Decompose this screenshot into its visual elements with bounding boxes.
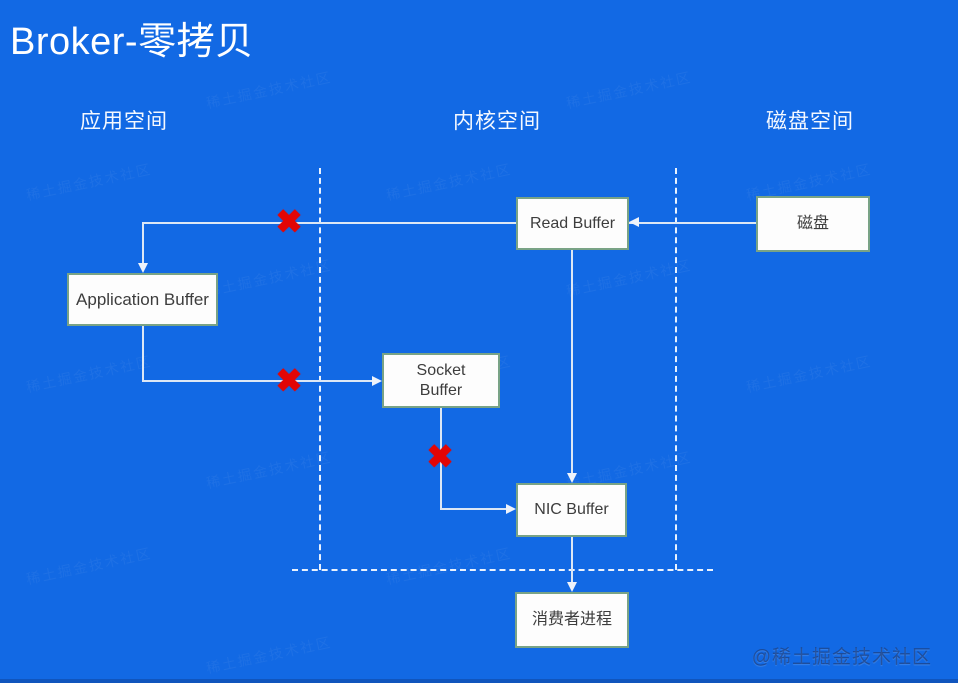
node-disk: 磁盘 xyxy=(756,196,870,252)
arrowhead-into-readbuffer xyxy=(629,217,639,227)
background-watermark: 稀土掘金技术社区 xyxy=(24,352,154,396)
edge-nic-to-consumer xyxy=(571,537,573,583)
site-watermark: @稀土掘金技术社区 xyxy=(751,647,932,668)
node-socket-buffer: Socket Buffer xyxy=(382,353,500,408)
blocked-x-icon: ✖ xyxy=(275,203,303,240)
edge-disk-to-readbuffer xyxy=(629,222,756,224)
label-application-space: 应用空间 xyxy=(80,110,168,133)
edge-readbuffer-to-appbuffer-v xyxy=(142,222,144,264)
edge-readbuffer-to-appbuffer-h xyxy=(143,222,516,224)
node-read-buffer-label: Read Buffer xyxy=(529,214,616,232)
label-kernel-space: 内核空间 xyxy=(453,110,541,133)
arrowhead-into-nicbuffer-top xyxy=(567,473,577,483)
background-watermark: 稀土掘金技术社区 xyxy=(744,352,874,396)
background-watermark: 稀土掘金技术社区 xyxy=(384,160,514,204)
boundary-kernel-bottom xyxy=(292,569,713,571)
edge-socket-to-nic-v xyxy=(440,408,442,510)
edge-readbuffer-to-nic xyxy=(571,250,573,474)
node-consumer-process: 消费者进程 xyxy=(515,592,629,648)
blocked-x-icon: ✖ xyxy=(426,438,454,475)
node-application-buffer-label: Application Buffer xyxy=(76,289,209,309)
bottom-edge-strip xyxy=(0,679,958,683)
background-watermark: 稀土掘金技术社区 xyxy=(204,448,334,492)
node-read-buffer: Read Buffer xyxy=(516,197,629,250)
arrowhead-into-socketbuffer xyxy=(372,376,382,386)
background-watermark: 稀土掘金技术社区 xyxy=(204,68,334,112)
node-nic-buffer: NIC Buffer xyxy=(516,483,627,537)
node-application-buffer: Application Buffer xyxy=(67,273,218,326)
arrowhead-into-consumer xyxy=(567,582,577,592)
blocked-x-icon: ✖ xyxy=(275,362,303,399)
node-consumer-process-label: 消费者进程 xyxy=(531,611,612,628)
background-watermark: 稀土掘金技术社区 xyxy=(564,68,694,112)
edge-socket-to-nic-h xyxy=(440,508,506,510)
node-nic-buffer-label: NIC Buffer xyxy=(534,501,609,518)
background-watermark: 稀土掘金技术社区 xyxy=(384,544,514,588)
label-disk-space: 磁盘空间 xyxy=(766,110,854,133)
background-watermark: 稀土掘金技术社区 xyxy=(204,633,334,677)
edge-appbuffer-to-socket-h xyxy=(142,380,372,382)
node-socket-buffer-label: Socket Buffer xyxy=(416,361,466,399)
boundary-app-kernel xyxy=(319,168,321,570)
edge-appbuffer-to-socket-v xyxy=(142,326,144,382)
page-title: Broker-零拷贝 xyxy=(10,21,254,63)
arrowhead-into-appbuffer xyxy=(138,263,148,273)
background-watermark: 稀土掘金技术社区 xyxy=(24,160,154,204)
background-watermark: 稀土掘金技术社区 xyxy=(204,256,334,300)
arrowhead-into-nicbuffer-side xyxy=(506,504,516,514)
background-watermark: 稀土掘金技术社区 xyxy=(24,544,154,588)
boundary-kernel-disk xyxy=(675,168,677,570)
node-disk-label: 磁盘 xyxy=(796,215,829,232)
